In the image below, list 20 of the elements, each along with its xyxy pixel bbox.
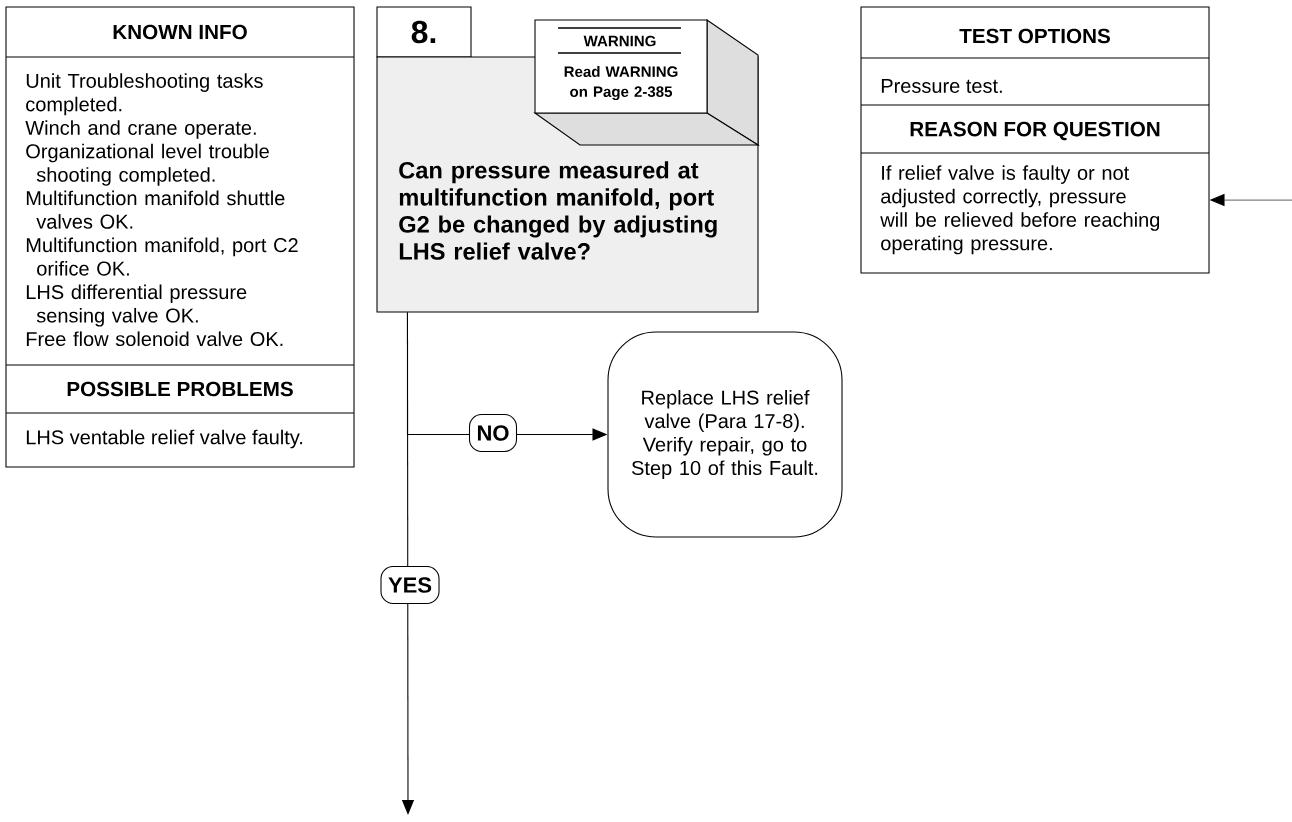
edge-label: YES: [380, 565, 440, 605]
list-item: Multifunction manifold, port C2 orifice OK.: [26, 237, 298, 276]
list-item: Free flow solenoid valve OK.: [26, 331, 283, 347]
info-table: [860, 6, 1210, 274]
table-heading: KNOWN INFO: [113, 24, 247, 40]
list-item: Organizational level trouble shooting completed.: [26, 143, 269, 186]
table-heading: TEST OPTIONS: [959, 28, 1110, 44]
table-heading: POSSIBLE PROBLEMS: [67, 381, 293, 397]
table-text: Pressure test.: [881, 79, 1002, 93]
edge-label: NO: [468, 413, 518, 453]
list-item: Unit Troubleshooting tasks completed.: [26, 73, 263, 116]
info-table: [5, 6, 355, 468]
step-number-box: 8.: [376, 6, 472, 58]
list-item: Winch and crane operate.: [25, 120, 256, 139]
list-item: LHS differential pressure sensing valve OK.: [26, 284, 247, 327]
table-heading: REASON FOR QUESTION: [910, 121, 1160, 141]
list-item: Multifunction manifold shuttle valves OK.: [26, 190, 285, 229]
table-text: If relief valve is faulty or not adjusted correctly, pressure will be relieved before reaching operating pressure.: [880, 165, 1160, 255]
action-box: Replace LHS relief valve (Para 17-8). Verify repair, go to Step 10 of this Fault.: [607, 331, 843, 538]
table-text: LHS ventable relief valve faulty.: [26, 429, 303, 449]
